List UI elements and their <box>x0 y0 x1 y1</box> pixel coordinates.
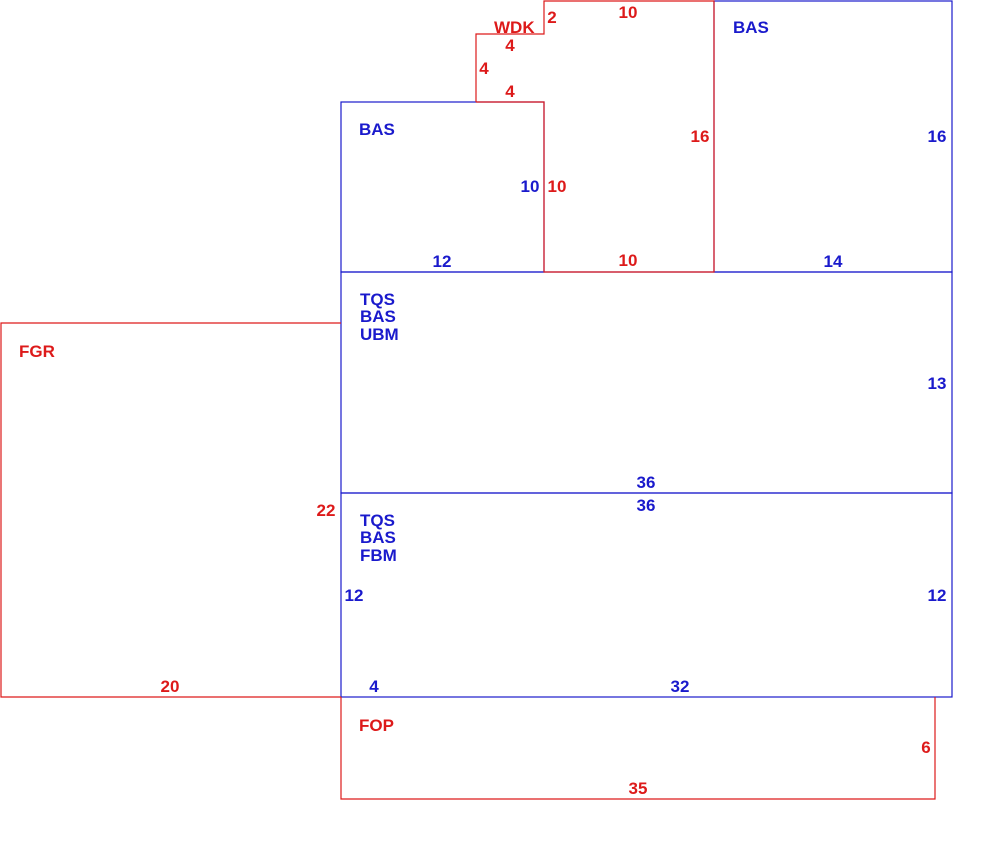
lower-label-1: TQS <box>360 511 395 530</box>
dim-fop-right-6: 6 <box>921 738 930 757</box>
fgr-label: FGR <box>19 342 55 361</box>
dimension-labels: 2 10 4 4 4 16 10 10 10 12 16 14 13 36 36… <box>161 3 947 798</box>
bas-upper-left-label: BAS <box>359 120 395 139</box>
dim-lower-left-12: 12 <box>345 586 364 605</box>
dim-lower-bottom-4: 4 <box>369 677 379 696</box>
dim-lower-top-36: 36 <box>637 496 656 515</box>
dim-middle-right-13: 13 <box>928 374 947 393</box>
lower-label-3: FBM <box>360 546 397 565</box>
lower-area-outline <box>340 492 953 698</box>
dim-lower-right-12: 12 <box>928 586 947 605</box>
dim-lower-bottom-32: 32 <box>671 677 690 696</box>
middle-label-2: BAS <box>360 307 396 326</box>
dim-middle-bottom-36: 36 <box>637 473 656 492</box>
middle-area-outline <box>340 271 953 494</box>
bas-upper-right-label: BAS <box>733 18 769 37</box>
dim-bas-ur-right-16: 16 <box>928 127 947 146</box>
dim-fop-bottom-35: 35 <box>629 779 648 798</box>
dim-bas-ul-right-10: 10 <box>521 177 540 196</box>
fop-outline <box>340 697 936 800</box>
wdk-label: WDK <box>494 18 535 37</box>
lower-label-2: BAS <box>360 528 396 547</box>
dim-wdk-top-10: 10 <box>619 3 638 22</box>
dim-wdk-4-bottom: 4 <box>505 82 515 101</box>
fop-label: FOP <box>359 716 394 735</box>
dim-wdk-left-10: 10 <box>548 177 567 196</box>
fgr-outline <box>0 322 341 698</box>
bas-upper-right-outline <box>713 0 953 273</box>
dim-wdk-2: 2 <box>547 8 556 27</box>
dim-wdk-4-left: 4 <box>479 59 489 78</box>
dim-wdk-bottom-10: 10 <box>619 251 638 270</box>
area-labels: BAS BAS WDK FGR FOP TQS BAS UBM TQS BAS … <box>19 18 769 735</box>
dim-fgr-22: 22 <box>317 501 336 520</box>
dim-bas-ul-bottom-12: 12 <box>433 252 452 271</box>
middle-label-1: TQS <box>360 290 395 309</box>
wdk-outline <box>475 0 715 273</box>
dim-fgr-bottom-20: 20 <box>161 677 180 696</box>
dim-wdk-4-top: 4 <box>505 36 515 55</box>
dim-wdk-right-16: 16 <box>691 127 710 146</box>
middle-label-3: UBM <box>360 325 399 344</box>
dim-bas-ur-bottom-14: 14 <box>824 252 843 271</box>
